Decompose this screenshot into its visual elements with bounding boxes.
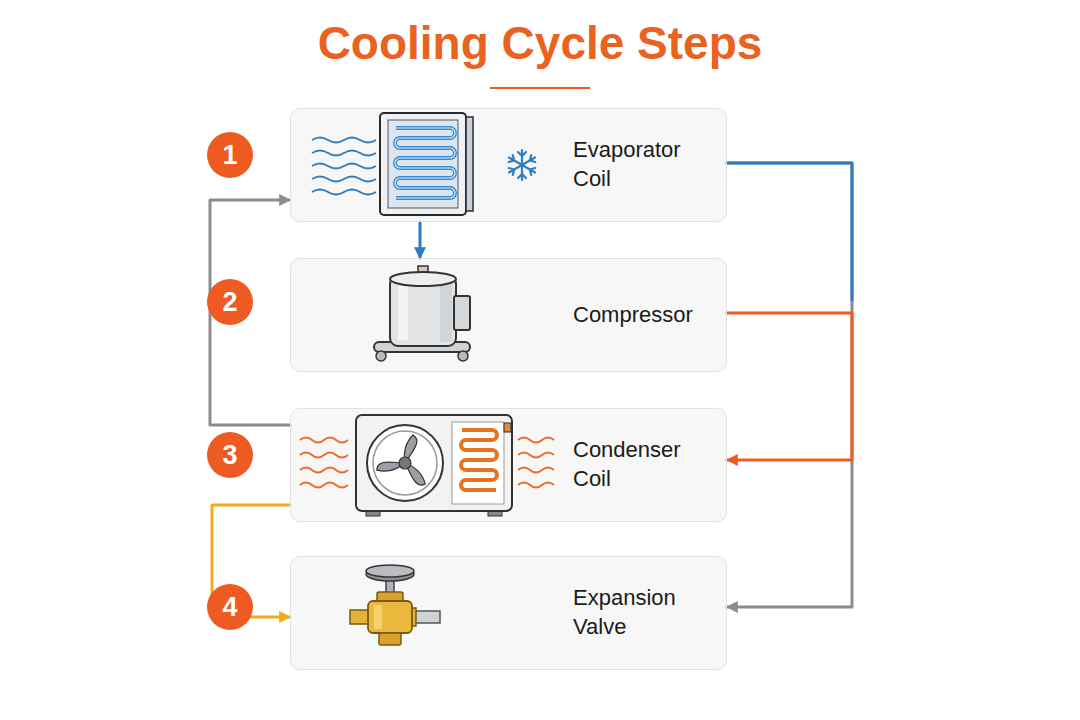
condenser-icon-part-part (300, 438, 348, 443)
expansion-valve-icon (350, 565, 440, 645)
evaporator-icon-part (388, 120, 458, 208)
expansion-valve-icon-part (379, 633, 401, 645)
evaporator-icon-part-part (507, 154, 524, 168)
diagram-title: Cooling Cycle Steps (0, 16, 1080, 70)
expansion-valve-icon-part (368, 601, 412, 633)
condenser-icon-part-part (300, 468, 348, 473)
condenser-icon-part (373, 431, 437, 495)
step-card: Expansion Valve (290, 556, 727, 670)
condenser-icon-part-part (518, 468, 554, 473)
compressor-icon-part (398, 286, 408, 340)
step-label: Evaporator Coil (573, 136, 703, 193)
title-underline (490, 87, 590, 89)
flow-line (727, 163, 852, 607)
evaporator-icon (312, 113, 537, 215)
evaporator-icon-part (380, 113, 466, 215)
step-label: Condenser Coil (573, 436, 703, 493)
compressor-icon-part (390, 272, 456, 286)
condenser-icon-part-part (518, 438, 554, 443)
evaporator-icon-part (312, 138, 376, 195)
evaporator-icon-part-part (312, 177, 376, 182)
compressor-icon-part (454, 296, 470, 330)
evaporator-icon-part (395, 128, 455, 198)
evaporator-icon-part-part (312, 138, 376, 143)
card-fill (290, 258, 727, 372)
expansion-valve-icon-part (366, 565, 414, 577)
callout-number: 2 (207, 279, 253, 325)
condenser-icon (300, 415, 554, 516)
condenser-icon-part (375, 435, 430, 487)
evaporator-icon-part (395, 128, 455, 198)
compressor-icon-part (458, 351, 468, 361)
condenser-icon-part-part (300, 483, 348, 488)
condenser-icon-part (452, 422, 504, 504)
condenser-icon-part (461, 430, 497, 490)
condenser-icon-part-part (399, 457, 411, 469)
callout-number: 1 (207, 132, 253, 178)
condenser-icon-part (367, 425, 443, 501)
condenser-icon-part-part (518, 453, 554, 458)
step-card: Evaporator Coil (290, 108, 727, 222)
expansion-valve-icon-part (374, 605, 382, 629)
evaporator-icon-part-part (312, 151, 376, 156)
condenser-icon-part (356, 415, 512, 511)
callout-number: 3 (207, 432, 253, 478)
expansion-valve-icon-part (350, 610, 370, 624)
flow-connector (727, 313, 852, 460)
condenser-icon-part-part (518, 483, 554, 488)
flow-connector (727, 163, 852, 607)
step-label: Expansion Valve (573, 584, 703, 641)
card-fill (290, 408, 727, 522)
compressor-icon (374, 266, 470, 361)
compressor-icon-part (376, 351, 386, 361)
card-fill (290, 108, 727, 222)
flow-line (727, 313, 852, 460)
evaporator-icon-part-part (312, 164, 376, 169)
card-fill (290, 556, 727, 670)
evaporator-icon-part (466, 117, 473, 211)
flow-line-cold (727, 163, 852, 300)
step-label: Compressor (573, 301, 703, 330)
step-card: Compressor (290, 258, 727, 372)
flow-line (419, 222, 422, 258)
evaporator-icon-part (507, 150, 537, 180)
flow-connector (420, 222, 421, 258)
compressor-icon-part (440, 284, 452, 342)
callout-number: 4 (207, 584, 253, 630)
evaporator-icon-part-part (312, 190, 376, 195)
condenser-icon-part (504, 423, 511, 432)
condenser-icon-part-part (300, 453, 348, 458)
step-card: Condenser Coil (290, 408, 727, 522)
